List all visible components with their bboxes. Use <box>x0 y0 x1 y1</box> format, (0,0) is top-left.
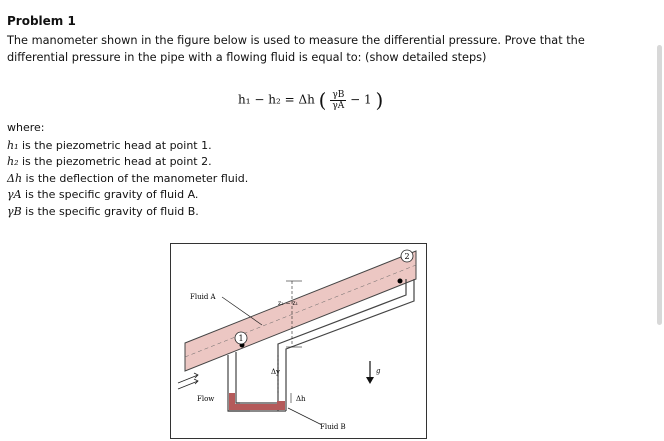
definition-delta-h: Δh is the deflection of the manometer fl… <box>7 172 249 185</box>
point-1-marker <box>234 331 248 345</box>
scrollbar[interactable] <box>657 45 662 325</box>
definition-h1: h₁ is the piezometric head at point 1. <box>7 139 212 152</box>
definition-gamma-b: γB is the specific gravity of fluid B. <box>7 205 199 218</box>
fluid-a-label: Fluid A <box>190 293 217 301</box>
formula-fraction: γB γA <box>330 89 347 111</box>
definition-gamma-a: γA is the specific gravity of fluid A. <box>7 188 199 201</box>
dy-label: Δy <box>271 368 280 376</box>
point-1-label: 1 <box>238 334 243 343</box>
formula: h₁ − h₂ = Δh ( γB γA − 1 ) <box>238 88 384 112</box>
point-2-label: 2 <box>404 252 409 261</box>
formula-numerator: γB <box>330 89 347 101</box>
where-label: where: <box>7 121 45 134</box>
problem-statement-line-1: The manometer shown in the figure below … <box>7 34 585 47</box>
fluid-b-label: Fluid B <box>320 423 346 431</box>
manometer-diagram: 1 2 Fluid A Fluid B Flow z₂ − z₁ Δy Δh g <box>170 243 427 439</box>
manometer-fluid <box>229 393 285 410</box>
manometer-connector <box>277 279 415 411</box>
gravity-label: g <box>376 367 381 375</box>
elevation-label: z₂ − z₁ <box>278 300 298 307</box>
dh-label: Δh <box>296 395 306 403</box>
problem-title: Problem 1 <box>7 14 76 28</box>
point-2-marker <box>400 249 414 263</box>
formula-lhs: h₁ − h₂ = Δh <box>238 92 315 107</box>
flow-label: Flow <box>197 395 214 403</box>
flow-arrow-icon <box>177 372 199 390</box>
problem-statement-line-2: differential pressure in the pipe with a… <box>7 51 487 64</box>
formula-tail: − 1 <box>350 92 372 107</box>
formula-denominator: γA <box>332 100 345 111</box>
definition-h2: h₂ is the piezometric head at point 2. <box>7 155 212 168</box>
fluid-b-leader <box>287 407 323 426</box>
fluid-a-leader <box>221 296 263 326</box>
point-2-dot <box>397 278 403 284</box>
